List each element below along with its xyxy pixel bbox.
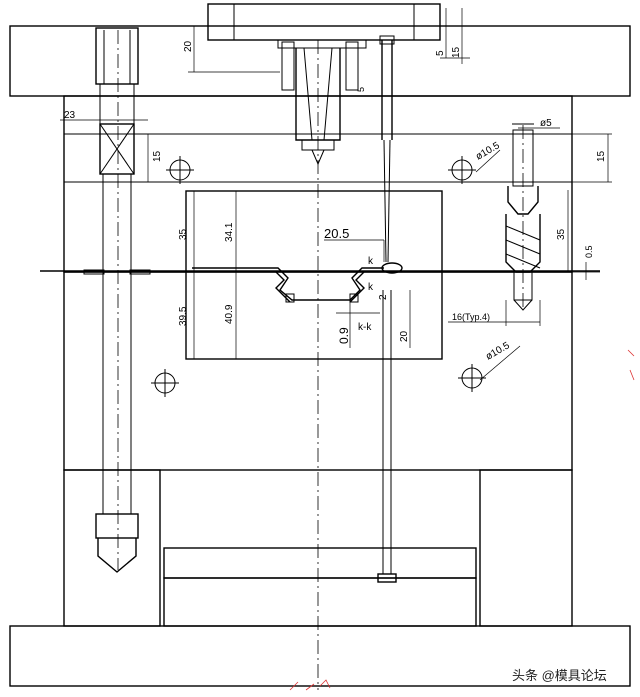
top-clamp-plate (9, 25, 631, 97)
guide-pin (83, 27, 151, 573)
locating-ring (207, 3, 441, 41)
runner-stripper-plate (63, 133, 573, 183)
core-plate (63, 271, 573, 471)
return-pin (505, 123, 541, 311)
scan-artifacts (289, 349, 635, 691)
dim-core-outer: 39.5 (178, 306, 189, 326)
dim-ejector-guide: 15 (596, 150, 607, 162)
dim-ejector-stroke: 20 (399, 330, 410, 342)
dim-lower-hole: ø10.5 (484, 340, 512, 363)
dim-rib-height: 0.9 (337, 327, 351, 344)
runner-puller (379, 35, 395, 263)
dim-cavity-outer: 35 (178, 228, 189, 240)
guide-hole-lower-left (151, 369, 179, 397)
section-name: k-k (358, 322, 372, 333)
dimension-lines (60, 8, 612, 381)
part-profile (192, 262, 403, 303)
dim-guide-plate: 15 (152, 150, 163, 162)
dim-pin-depth: 35 (556, 228, 567, 240)
dim-sprue-gap: 5 (435, 50, 446, 56)
ejector-plates (163, 547, 477, 627)
ejector-pin (377, 290, 397, 583)
dim-ejector-pin: ø5 (540, 118, 552, 129)
watermark: 头条 @模具论坛 (512, 668, 607, 683)
guide-hole-upper-left (166, 156, 194, 184)
sprue-bushing (277, 39, 367, 166)
dim-part-width: 20.5 (324, 226, 349, 241)
dim-top-clamp: 20 (183, 40, 194, 52)
section-mark-bottom: k (368, 282, 374, 293)
guide-hole-upper-right (448, 156, 476, 184)
cavity-insert (185, 190, 443, 360)
guide-hole-lower-right (458, 364, 486, 392)
dim-sprue-flange: 15 (451, 46, 462, 58)
dim-wall: 2 (378, 294, 389, 300)
section-mark-top: k (368, 256, 374, 267)
dim-return-offset: 23 (64, 110, 76, 121)
dim-guide-hole: ø10.5 (474, 140, 502, 163)
dim-runner-offset: 5 (356, 87, 366, 92)
dim-cavity-inner: 34.1 (224, 222, 235, 242)
dim-pin-spec: 16(Typ.4) (452, 312, 490, 322)
dimension-labels: 20 5 15 5 23 15 ø10.5 ø5 15 35 34.1 39.5… (64, 40, 607, 362)
dim-core-inner: 40.9 (224, 304, 235, 324)
dim-pin-offset: 0.5 (584, 245, 594, 258)
